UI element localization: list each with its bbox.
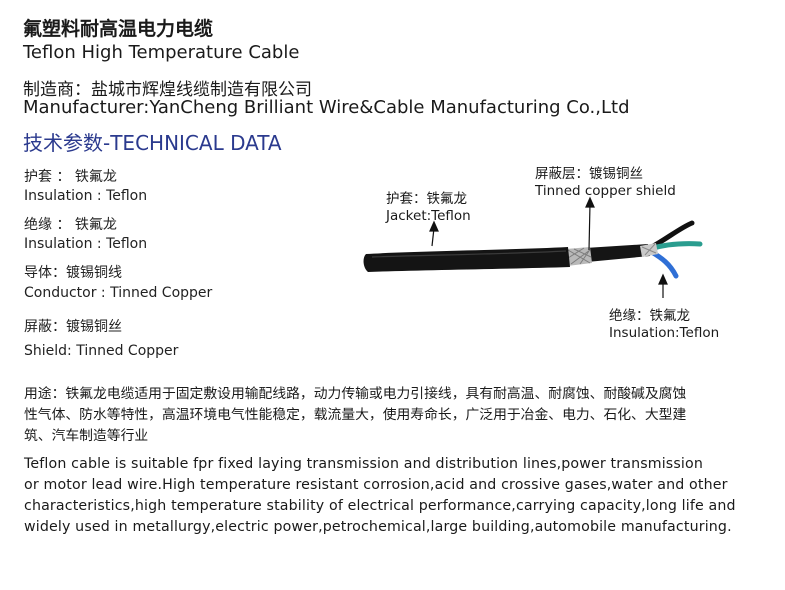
manufacturer-chinese: 制造商：盐城市辉煌线缆制造有限公司 <box>23 80 312 100</box>
usage-english: Teflon cable is suitable fpr fixed layin… <box>24 454 784 538</box>
usage-cn-line: 用途：铁氟龙电缆适用于固定敷设用输配线路，动力传输或电力引接线，具有耐高温、耐腐… <box>24 386 687 402</box>
callout-shield-cn: 屏蔽层：镀锡铜丝 <box>535 166 643 182</box>
manufacturer-english: Manufacturer:YanCheng Brilliant Wire&Cab… <box>23 97 630 118</box>
title-english: Teflon High Temperature Cable <box>23 42 300 63</box>
cable-cores <box>647 220 703 279</box>
usage-cn-line: 筑、汽车制造等行业 <box>24 428 149 444</box>
usage-chinese: 用途：铁氟龙电缆适用于固定敷设用输配线路，动力传输或电力引接线，具有耐高温、耐腐… <box>24 384 764 447</box>
title-chinese: 氟塑料耐高温电力电缆 <box>23 18 214 40</box>
spec-conductor-cn: 导体：镀锡铜线 <box>24 265 122 281</box>
callout-shield-en: Tinned copper shield <box>535 183 676 199</box>
technical-data-heading: 技术参数-TECHNICAL DATA <box>23 131 282 155</box>
callout-jacket: 护套：铁氟龙 Jacket:Teflon <box>386 191 471 225</box>
usage-en-line: Teflon cable is suitable fpr fixed layin… <box>24 456 703 472</box>
spec-jacket-cn: 护套 ： 铁氟龙 <box>24 169 117 185</box>
usage-en-line: widely used in metallurgy,electric power… <box>24 519 732 535</box>
outer-jacket <box>363 247 570 272</box>
callout-jacket-cn: 护套：铁氟龙 <box>386 191 467 207</box>
spec-jacket-en: Insulation : Teflon <box>24 188 148 204</box>
callout-jacket-en: Jacket:Teflon <box>386 208 471 224</box>
spec-shield-en: Shield: Tinned Copper <box>24 343 179 359</box>
usage-en-line: or motor lead wire.High temperature resi… <box>24 477 728 493</box>
spec-shield-cn: 屏蔽：镀锡铜丝 <box>24 319 122 335</box>
callout-insulation-en: Insulation:Teflon <box>609 325 720 341</box>
spec-conductor-en: Conductor : Tinned Copper <box>24 285 213 301</box>
callout-arrows <box>429 196 668 298</box>
inner-sheath <box>585 244 650 262</box>
callout-shield: 屏蔽层：镀锡铜丝 Tinned copper shield <box>535 166 676 200</box>
usage-en-line: characteristics,high temperature stabili… <box>24 498 736 514</box>
callout-insulation: 绝缘：铁氟龙 Insulation:Teflon <box>609 308 719 342</box>
spec-insulation-en: Insulation : Teflon <box>24 236 148 252</box>
callout-insulation-cn: 绝缘：铁氟龙 <box>609 308 690 324</box>
usage-cn-line: 性气体、防水等特性，高温环境电气性能稳定，载流量大，使用寿命长，广泛用于冶金、电… <box>24 407 687 423</box>
copper-shield <box>566 243 658 266</box>
spec-insulation-cn: 绝缘 ： 铁氟龙 <box>24 217 117 233</box>
